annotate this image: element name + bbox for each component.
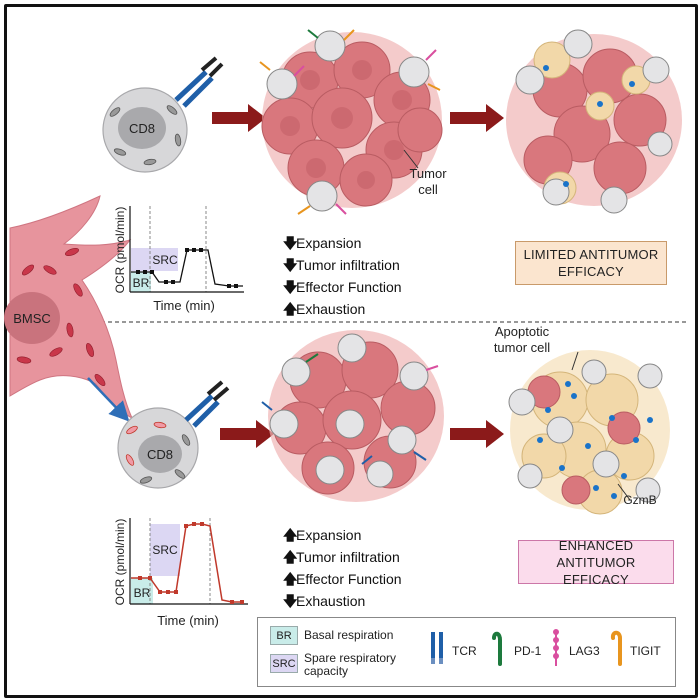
legend: BR Basal respiration SRC Spare respirato… bbox=[257, 617, 676, 687]
cd8-cell-bottom bbox=[117, 380, 230, 489]
arrow-right-icon bbox=[450, 420, 504, 448]
br-band bbox=[131, 272, 151, 292]
tumor-mass-top bbox=[259, 29, 443, 215]
gzmb-label: GzmB bbox=[623, 493, 656, 507]
outcome-box-limited: LIMITED ANTITUMOR EFFICACY bbox=[515, 241, 667, 285]
effect-label: Effector Function bbox=[296, 279, 402, 295]
arrow-up-icon: 🡅 bbox=[283, 549, 298, 565]
legend-src-text-1: Spare respiratory bbox=[304, 651, 397, 665]
progress-arrows bbox=[212, 104, 504, 448]
tcr-icon bbox=[174, 56, 224, 108]
legend-tigit: TIGIT bbox=[630, 644, 661, 658]
legend-br-swatch: BR bbox=[270, 626, 298, 645]
arrow-down-icon: 🡇 bbox=[283, 235, 298, 251]
ocr-bottom-src: SRC bbox=[152, 543, 178, 557]
effect-label: Expansion bbox=[296, 235, 362, 251]
arrow-down-icon: 🡇 bbox=[283, 279, 298, 295]
bmsc-nucleus bbox=[4, 292, 60, 344]
legend-src-text-2: capacity bbox=[304, 664, 349, 678]
arrow-right-icon bbox=[212, 104, 266, 132]
arrow-right-icon bbox=[450, 104, 504, 132]
effect-row: 🡇Expansion bbox=[283, 232, 402, 254]
effect-row: 🡅Expansion bbox=[283, 524, 402, 546]
tumor-label-1: Tumor bbox=[409, 166, 447, 181]
effect-label: Expansion bbox=[296, 527, 362, 543]
apoptotic-label-1: Apoptotic bbox=[495, 324, 550, 339]
ocr-plot-bottom bbox=[129, 518, 248, 605]
ocr-plot-top bbox=[129, 206, 244, 293]
ocr-bottom-ylabel: OCR (pmol/min) bbox=[113, 519, 127, 606]
effect-row: 🡅Exhaustion bbox=[283, 298, 402, 320]
src-band bbox=[150, 524, 180, 576]
effect-label: Tumor infiltration bbox=[296, 257, 400, 273]
effects-list-top: 🡇Expansion 🡇Tumor infiltration 🡇Effector… bbox=[283, 232, 402, 320]
effect-row: 🡅Effector Function bbox=[283, 568, 402, 590]
effect-label: Effector Function bbox=[296, 571, 402, 587]
cd8-label-top: CD8 bbox=[129, 121, 155, 136]
tcr-icon bbox=[431, 632, 443, 664]
effect-label: Exhaustion bbox=[296, 301, 366, 317]
cd8-cell-top bbox=[102, 56, 224, 173]
src-band bbox=[131, 248, 178, 271]
legend-pd1: PD-1 bbox=[514, 644, 542, 658]
effect-row: 🡇Exhaustion bbox=[283, 590, 402, 612]
legend-src-swatch: SRC bbox=[270, 654, 298, 673]
cd8-label-bottom: CD8 bbox=[147, 447, 173, 462]
ocr-bottom-xlabel: Time (min) bbox=[157, 613, 219, 628]
arrow-right-icon bbox=[220, 420, 274, 448]
ocr-top-xlabel: Time (min) bbox=[153, 298, 215, 313]
tumor-label-2: cell bbox=[418, 182, 438, 197]
outcome-enhanced-line2: EFFICACY bbox=[563, 571, 629, 587]
ocr-top-ylabel: OCR (pmol/min) bbox=[113, 207, 127, 294]
outcome-limited-line2: EFFICACY bbox=[558, 264, 624, 279]
ocr-top-src: SRC bbox=[152, 253, 178, 267]
bmsc-cell bbox=[4, 195, 134, 420]
bmsc-label: BMSC bbox=[13, 311, 51, 326]
br-band bbox=[131, 578, 153, 604]
effect-label: Tumor infiltration bbox=[296, 549, 400, 565]
effect-row: 🡇Effector Function bbox=[283, 276, 402, 298]
ocr-bottom-br: BR bbox=[134, 586, 151, 600]
outcome-limited-line1: LIMITED ANTITUMOR bbox=[523, 247, 659, 262]
tcr-icon bbox=[184, 380, 230, 428]
tumor-mass-enhanced bbox=[508, 350, 670, 515]
apoptotic-pointer bbox=[571, 351, 579, 371]
arrow-down-icon: 🡇 bbox=[283, 593, 298, 609]
apoptotic-label-2: tumor cell bbox=[494, 340, 550, 355]
tigit-icon bbox=[610, 630, 622, 666]
legend-tcr: TCR bbox=[452, 644, 477, 658]
tumor-mass-limited bbox=[506, 29, 682, 214]
legend-lag3: LAG3 bbox=[569, 644, 600, 658]
lag3-icon bbox=[553, 629, 559, 666]
arrow-down-icon: 🡇 bbox=[283, 257, 298, 273]
effect-row: 🡇Tumor infiltration bbox=[283, 254, 402, 276]
outcome-enhanced-line1: ENHANCED ANTITUMOR bbox=[556, 537, 636, 570]
tumor-pointer bbox=[403, 149, 419, 169]
arrow-up-icon: 🡅 bbox=[283, 571, 298, 587]
legend-br-text: Basal respiration bbox=[304, 628, 394, 642]
gzmb-pointer bbox=[617, 483, 631, 501]
tumor-mass-bottom bbox=[261, 330, 444, 502]
effect-label: Exhaustion bbox=[296, 593, 366, 609]
outcome-box-enhanced: ENHANCED ANTITUMOR EFFICACY bbox=[518, 537, 674, 587]
effect-row: 🡅Tumor infiltration bbox=[283, 546, 402, 568]
ocr-top-br: BR bbox=[133, 276, 150, 290]
arrow-up-icon: 🡅 bbox=[283, 301, 298, 317]
effects-list-bottom: 🡅Expansion 🡅Tumor infiltration 🡅Effector… bbox=[283, 524, 402, 612]
pd1-icon bbox=[492, 631, 502, 666]
arrow-up-icon: 🡅 bbox=[283, 527, 298, 543]
mito-transfer-arrow bbox=[87, 377, 130, 422]
